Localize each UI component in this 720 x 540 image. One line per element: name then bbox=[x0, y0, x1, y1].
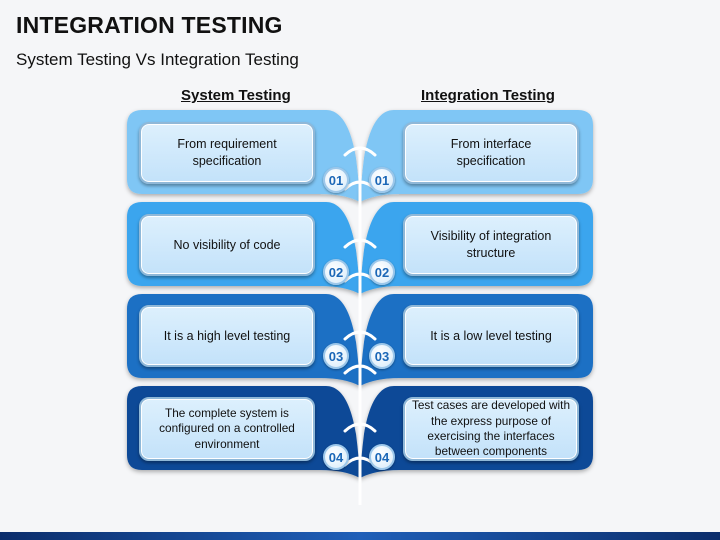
system-testing-item-1: From requirement specification bbox=[139, 122, 315, 184]
integration-testing-heading: Integration Testing bbox=[421, 87, 555, 104]
page-title: INTEGRATION TESTING bbox=[16, 12, 283, 38]
integration-testing-item-1: From interface specification bbox=[403, 122, 579, 184]
stem-connector-1-1 bbox=[343, 146, 377, 157]
row-number-left-2: 02 bbox=[323, 259, 349, 285]
row-number-right-2: 02 bbox=[369, 259, 395, 285]
row-number-left-4: 04 bbox=[323, 444, 349, 470]
system-testing-item-4: The complete system is configured on a c… bbox=[139, 397, 315, 461]
integration-testing-item-4: Test cases are developed with the expres… bbox=[403, 397, 579, 461]
integration-testing-item-3: It is a low level testing bbox=[403, 305, 579, 367]
row-number-left-1: 01 bbox=[323, 167, 349, 193]
bottom-accent-bar bbox=[0, 532, 720, 540]
row-number-right-4: 04 bbox=[369, 444, 395, 470]
row-number-left-3: 03 bbox=[323, 343, 349, 369]
system-testing-heading: System Testing bbox=[181, 87, 291, 104]
page-subtitle: System Testing Vs Integration Testing bbox=[16, 50, 299, 69]
system-testing-item-3: It is a high level testing bbox=[139, 305, 315, 367]
system-testing-item-2: No visibility of code bbox=[139, 214, 315, 276]
integration-testing-item-2: Visibility of integration structure bbox=[403, 214, 579, 276]
row-number-right-1: 01 bbox=[369, 167, 395, 193]
row-number-right-3: 03 bbox=[369, 343, 395, 369]
